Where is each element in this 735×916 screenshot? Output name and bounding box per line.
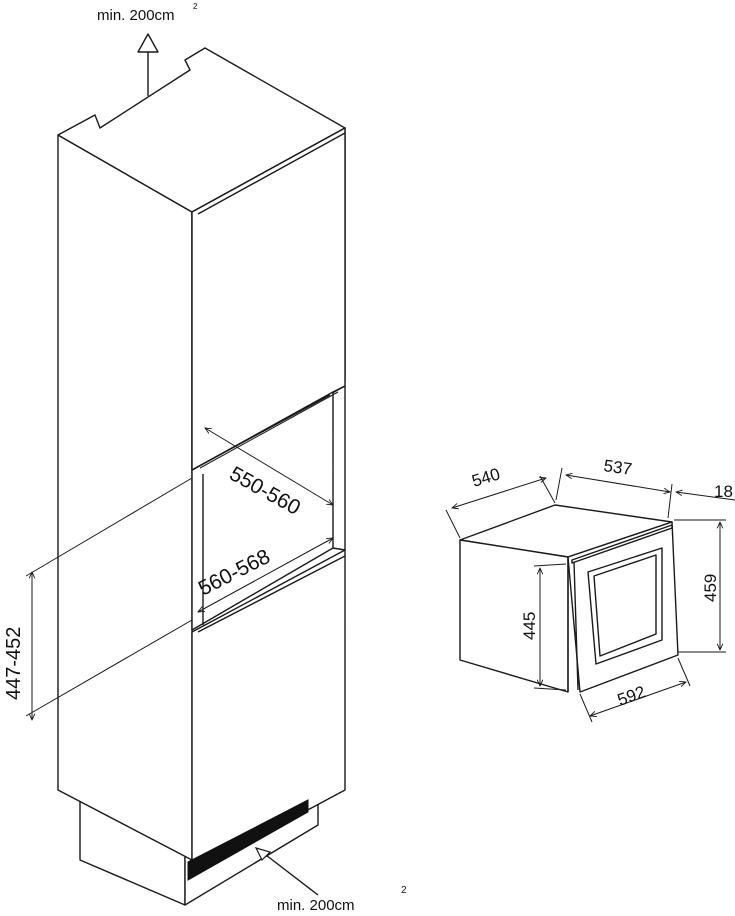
cabinet-side-panel	[57, 134, 193, 861]
vent-bottom-arrow-icon	[254, 847, 272, 862]
vent-bottom-label-sup: 2	[401, 885, 407, 896]
oven-front-height-label: 459	[701, 574, 720, 602]
vent-bottom-label: min. 200cm	[277, 897, 355, 914]
oven-door-thickness-label: 18	[714, 482, 733, 501]
built-in-oven	[459, 504, 679, 693]
vent-top-arrow-icon	[137, 33, 159, 53]
oven-depth-label: 540	[470, 464, 503, 490]
niche-height-label: 447-452	[3, 627, 25, 700]
oven-front-width-label: 592	[615, 682, 648, 710]
vent-top-label-sup: 2	[193, 2, 198, 11]
bottom-vent-slot	[187, 799, 309, 881]
tall-cabinet	[57, 33, 346, 906]
vent-top-label: min. 200cm	[97, 7, 175, 24]
cabinet-dimensions	[25, 428, 333, 720]
oven-dimensions	[445, 467, 735, 723]
oven-body-width-label: 537	[602, 456, 633, 479]
oven-body-height-label: 445	[520, 612, 539, 640]
oven-side	[459, 539, 569, 693]
